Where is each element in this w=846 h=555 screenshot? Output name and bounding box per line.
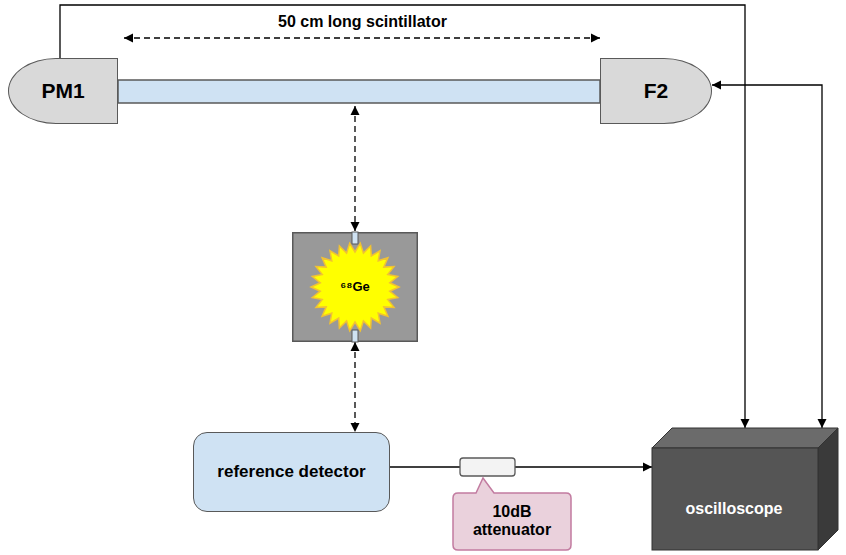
photomultiplier: PM1	[8, 58, 118, 124]
dashed-arrow	[354, 106, 355, 231]
dimension-label: 50 cm long scintillator	[275, 13, 450, 31]
callout-tag: 10dB attenuator	[452, 477, 572, 551]
source-box: ⁶⁸Ge	[292, 232, 418, 342]
node-label: F2	[644, 79, 669, 103]
connector	[354, 342, 355, 432]
attenuator-box	[460, 458, 515, 476]
node-label: ⁶⁸Ge	[340, 280, 369, 295]
slot	[352, 232, 358, 244]
oscilloscope-box: oscilloscope	[652, 428, 838, 550]
top-face	[652, 428, 838, 448]
node-label: PM1	[41, 79, 84, 103]
connector	[712, 85, 822, 428]
connector	[60, 5, 745, 428]
scintillator-bar	[118, 80, 600, 103]
slot	[352, 330, 358, 342]
dimension-arrow	[124, 37, 600, 38]
connector	[390, 466, 652, 467]
detector-box: reference detector	[193, 432, 390, 512]
oscilloscope-shape	[652, 428, 838, 550]
node-label: oscilloscope	[686, 500, 783, 518]
callout-outline	[453, 478, 571, 550]
node-label: 10dB attenuator	[458, 503, 566, 540]
side-face	[818, 428, 838, 550]
photomultiplier: F2	[600, 58, 712, 124]
lead-shield	[293, 233, 418, 342]
starburst	[311, 243, 399, 330]
front-face	[652, 448, 818, 550]
node-label: reference detector	[217, 462, 365, 482]
